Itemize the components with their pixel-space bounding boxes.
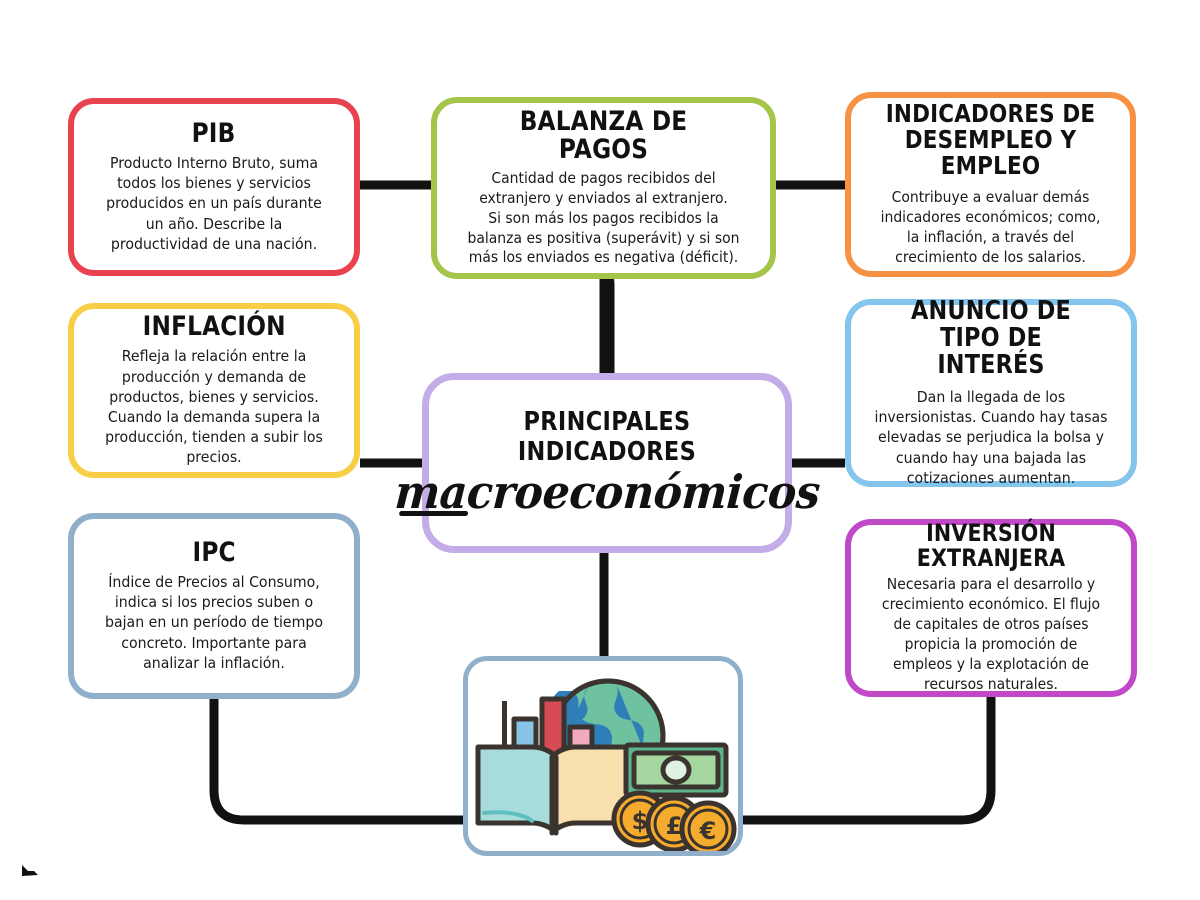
- node-inversion-body: Necesaria para el desarrollo y crecimien…: [881, 575, 1101, 693]
- node-ipc-body: Índice de Precios al Consumo, indica si …: [105, 572, 323, 672]
- center-title-line1: PRINCIPALES INDICADORES: [517, 407, 697, 467]
- node-inversion-extranjera[interactable]: INVERSIÓN EXTRANJERA Necesaria para el d…: [845, 519, 1137, 697]
- node-illustration[interactable]: $ £ €: [463, 656, 743, 856]
- node-interes-body: Dan la llegada de los inversionistas. Cu…: [874, 388, 1108, 487]
- svg-text:€: €: [699, 817, 717, 845]
- node-inflacion-body: Refleja la relación entre la producción …: [105, 347, 323, 467]
- node-anuncio-tipo-interes[interactable]: ANUNCIO DE TIPO DE INTERÉS Dan la llegad…: [845, 295, 1137, 487]
- node-pib-body: Producto Interno Bruto, suma todos los b…: [106, 153, 322, 253]
- svg-text:$: $: [632, 807, 649, 835]
- node-inflacion[interactable]: INFLACIÓN Refleja la relación entre la p…: [68, 303, 360, 478]
- node-balanza-title: BALANZA DE PAGOS: [519, 105, 688, 165]
- node-center-principales-indicadores[interactable]: PRINCIPALES INDICADORES macroeconómicos: [393, 373, 821, 553]
- node-balanza-body: Cantidad de pagos recibidos del extranje…: [467, 168, 740, 267]
- node-pib-title: PIB: [192, 117, 236, 149]
- center-title-script: macroeconómicos: [392, 465, 822, 519]
- banknote-icon: [623, 742, 729, 798]
- node-ipc[interactable]: IPC Índice de Precios al Consumo, indica…: [68, 513, 360, 699]
- connector-ipc: [209, 699, 463, 825]
- node-empleo-title: INDICADORES DE DESEMPLEO Y EMPLEO: [885, 99, 1096, 181]
- node-indicadores-desempleo-empleo[interactable]: INDICADORES DE DESEMPLEO Y EMPLEO Contri…: [845, 92, 1136, 277]
- node-balanza-de-pagos[interactable]: BALANZA DE PAGOS Cantidad de pagos recib…: [431, 97, 776, 279]
- economics-illustration: $ £ €: [475, 678, 737, 851]
- stray-cursor-mark: [22, 865, 38, 876]
- node-pib[interactable]: PIB Producto Interno Bruto, suma todos l…: [68, 98, 360, 276]
- node-interes-title: ANUNCIO DE TIPO DE INTERÉS: [911, 295, 1071, 380]
- node-inversion-title: INVERSIÓN EXTRANJERA: [916, 519, 1066, 573]
- coin-euro-icon: €: [679, 800, 737, 851]
- connector-inversion: [743, 697, 996, 825]
- node-empleo-body: Contribuye a evaluar demás indicadores e…: [880, 188, 1101, 266]
- node-inflacion-title: INFLACIÓN: [142, 311, 286, 343]
- open-book-icon: [475, 744, 633, 836]
- node-ipc-title: IPC: [192, 536, 236, 568]
- svg-text:£: £: [666, 812, 683, 840]
